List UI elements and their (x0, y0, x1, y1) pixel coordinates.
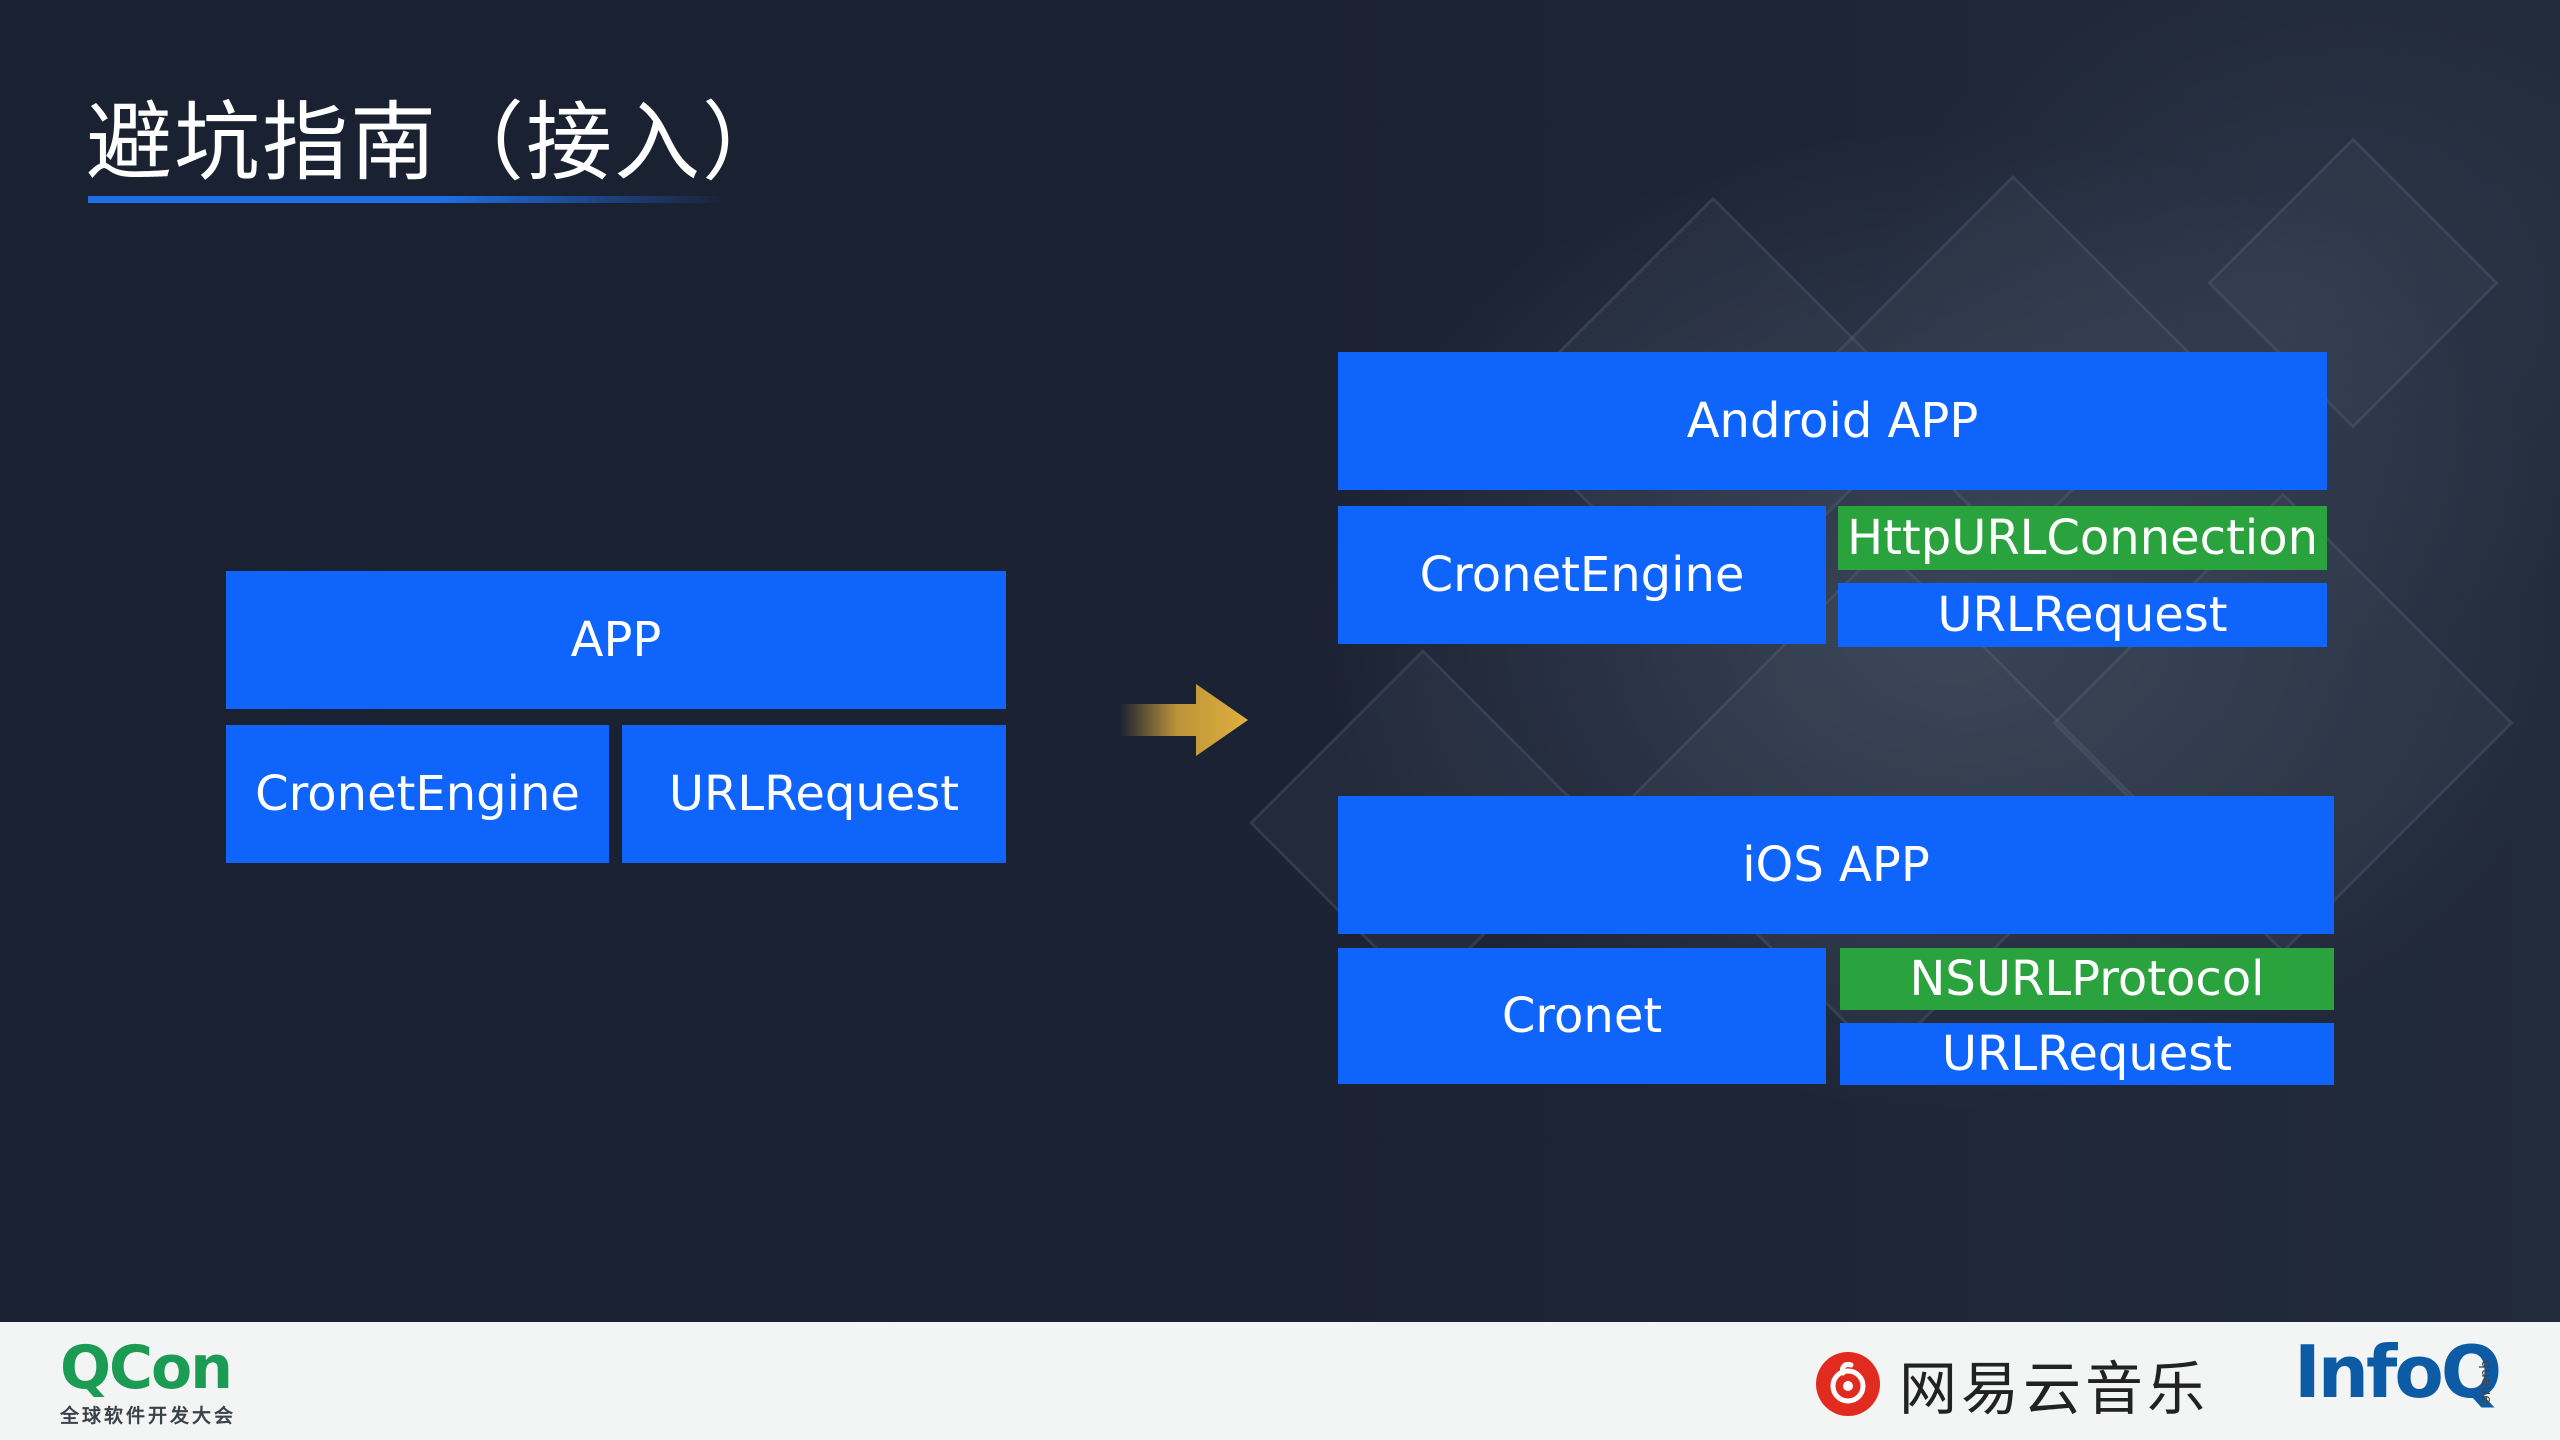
netease-music-text: 网易云音乐 (1899, 1355, 2210, 1423)
qcon-subtitle: 全球软件开发大会 (60, 1405, 237, 1427)
page-title: 避坑指南（接入） (86, 93, 790, 193)
left-cronet-engine-box: CronetEngine (226, 725, 609, 863)
ios-url-request-box: URLRequest (1840, 1023, 2334, 1085)
android-cronet-engine-box: CronetEngine (1338, 506, 1826, 644)
left-url-request-box: URLRequest (622, 725, 1006, 863)
android-url-request-box: URLRequest (1838, 583, 2327, 647)
qcon-logo: QCon 全球软件开发大会 (60, 1337, 236, 1428)
footer-bar (0, 1322, 2560, 1440)
right-arrow-icon (1120, 684, 1248, 756)
title-underline (88, 196, 728, 203)
infoq-queue-tag: queue (2478, 1360, 2494, 1404)
netease-music-logo: 网易云音乐 (1815, 1342, 2209, 1426)
slide-canvas: 避坑指南（接入） APP CronetEngine URLRequest And… (0, 0, 2560, 1322)
infoq-logo: InfoQ (2294, 1330, 2502, 1414)
qcon-logo-text: QCon (60, 1333, 233, 1403)
ios-ns-url-protocol-box: NSURLProtocol (1840, 948, 2334, 1010)
ios-cronet-box: Cronet (1338, 948, 1826, 1084)
left-app-box: APP (226, 571, 1006, 709)
android-http-url-connection-box: HttpURLConnection (1838, 506, 2327, 570)
android-app-box: Android APP (1338, 352, 2327, 490)
ios-app-box: iOS APP (1338, 796, 2334, 934)
netease-music-logo-icon (1816, 1352, 1880, 1416)
